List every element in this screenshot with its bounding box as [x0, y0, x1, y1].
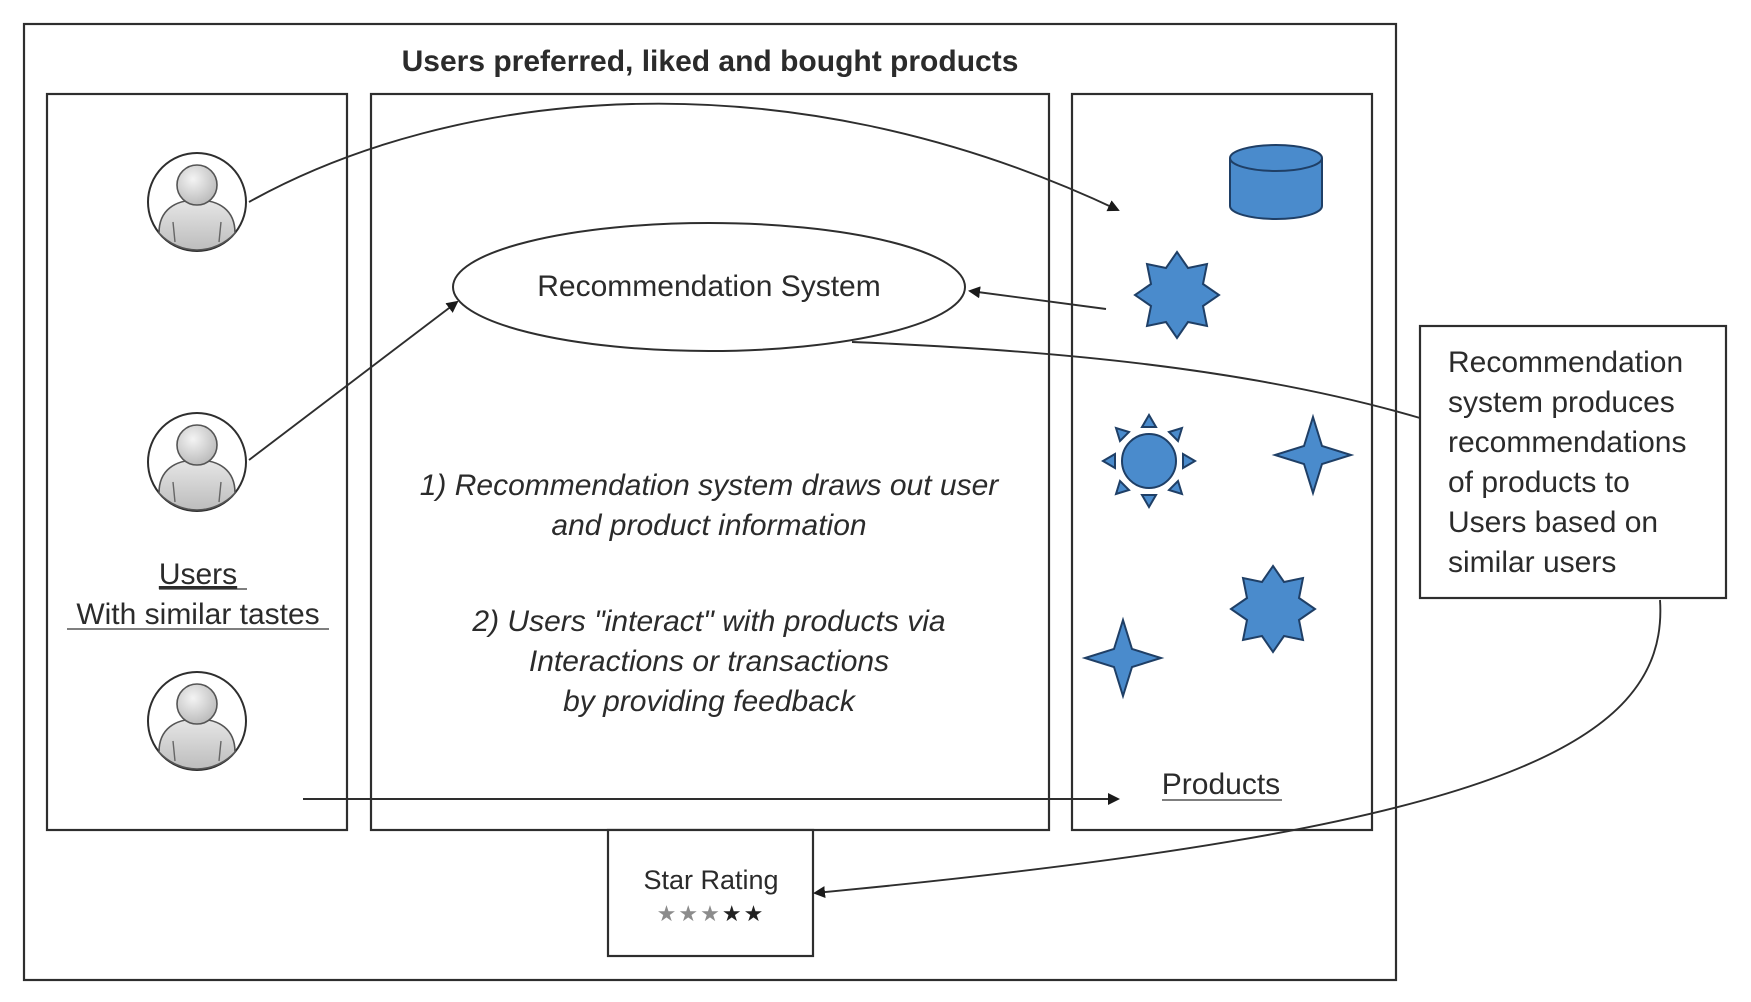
users-label: Users [159, 558, 237, 591]
star-rating-stars: ★★★★★ [657, 901, 766, 926]
star-icon: ★ [744, 901, 766, 926]
user-avatar-1 [147, 152, 247, 252]
sun-icon [1101, 413, 1197, 509]
note-line4: of products to [1448, 466, 1630, 499]
connector-user1-to-products [248, 102, 1120, 212]
step2-line2: Interactions or transactions [529, 645, 889, 678]
user-avatar-2 [147, 412, 247, 512]
users-sublabel: With similar tastes [76, 598, 319, 631]
star-icon: ★ [657, 901, 679, 926]
recommendation-system-node [452, 222, 966, 352]
connector-note-to-star-rating [813, 599, 1662, 899]
note-line2: system produces [1448, 386, 1675, 419]
star-icon: ★ [678, 901, 700, 926]
connector-user2-to-system [248, 300, 459, 461]
database-icon [1229, 144, 1323, 220]
step1-line2: and product information [551, 509, 866, 542]
step1-line1: 1) Recommendation system draws out user [420, 469, 1000, 502]
star-icon: ★ [700, 901, 722, 926]
center-panel [369, 92, 1051, 832]
user-avatar-3 [147, 671, 247, 771]
star-rating-box [606, 828, 815, 958]
star-icon: ★ [722, 901, 744, 926]
step2-line3: by providing feedback [563, 685, 857, 718]
recommendation-system-label: Recommendation System [537, 270, 880, 303]
note-line6: similar users [1448, 546, 1616, 579]
star-4-point-icon [1271, 413, 1355, 497]
star-4-point-icon [1081, 616, 1165, 700]
note-box [1418, 324, 1728, 600]
products-label: Products [1162, 768, 1280, 801]
star-8-point-icon [1133, 250, 1221, 340]
diagram-title: Users preferred, liked and bought produc… [402, 45, 1019, 78]
connector-products-to-system [968, 286, 1107, 310]
star-rating-label: Star Rating [643, 865, 778, 895]
note-line1: Recommendation [1448, 346, 1683, 379]
note-line5: Users based on [1448, 506, 1658, 539]
star-8-point-icon [1229, 564, 1317, 654]
step2-line1: 2) Users "interact" with products via [471, 605, 945, 638]
note-line3: recommendations [1448, 426, 1686, 459]
connector-system-to-note [851, 341, 1421, 419]
